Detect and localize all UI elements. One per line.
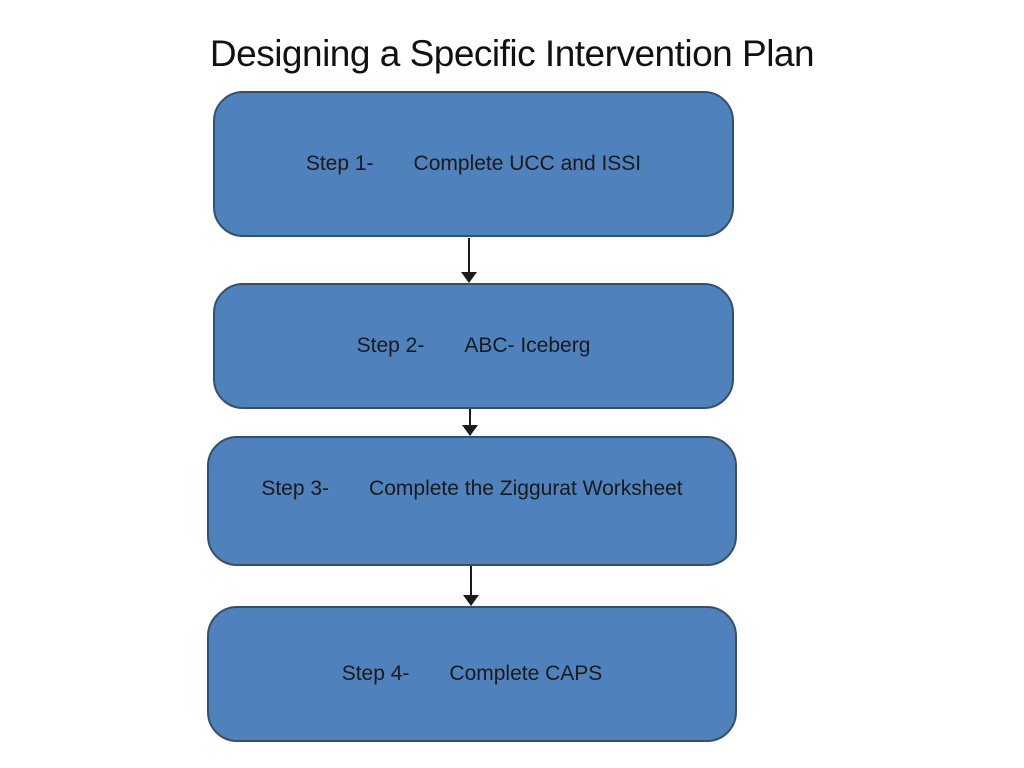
step-box-4: Step 4- Complete CAPS [207, 606, 737, 742]
step-label-2: Step 2- [356, 334, 425, 357]
step-label-1: Step 1- [305, 152, 374, 175]
arrow-line-1 [468, 238, 470, 272]
step-box-1: Step 1- Complete UCC and ISSI [213, 91, 734, 237]
step-description-2: ABC- Iceberg [464, 334, 591, 357]
arrow-head-2 [462, 425, 478, 436]
step-text-4: Step 4- Complete CAPS [342, 662, 603, 686]
slide-title: Designing a Specific Intervention Plan [209, 33, 815, 74]
step-label-4: Step 4- [341, 662, 410, 685]
arrow-head-3 [463, 595, 479, 606]
step-label-3: Step 3- [261, 477, 330, 500]
step-text-3: Step 3- Complete the Ziggurat Worksheet [261, 477, 682, 501]
arrow-head-1 [461, 272, 477, 283]
step-description-4: Complete CAPS [449, 662, 603, 685]
step-text-1: Step 1- Complete UCC and ISSI [306, 152, 641, 176]
down-arrow-icon-1 [461, 238, 477, 283]
arrow-line-2 [469, 409, 471, 425]
step-box-3: Step 3- Complete the Ziggurat Worksheet [207, 436, 737, 566]
step-text-2: Step 2- ABC- Iceberg [357, 334, 591, 358]
down-arrow-icon-2 [462, 409, 478, 436]
arrow-line-3 [470, 566, 472, 595]
down-arrow-icon-3 [463, 566, 479, 606]
step-description-1: Complete UCC and ISSI [413, 152, 642, 175]
step-box-2: Step 2- ABC- Iceberg [213, 283, 734, 409]
step-description-3: Complete the Ziggurat Worksheet [369, 477, 683, 500]
